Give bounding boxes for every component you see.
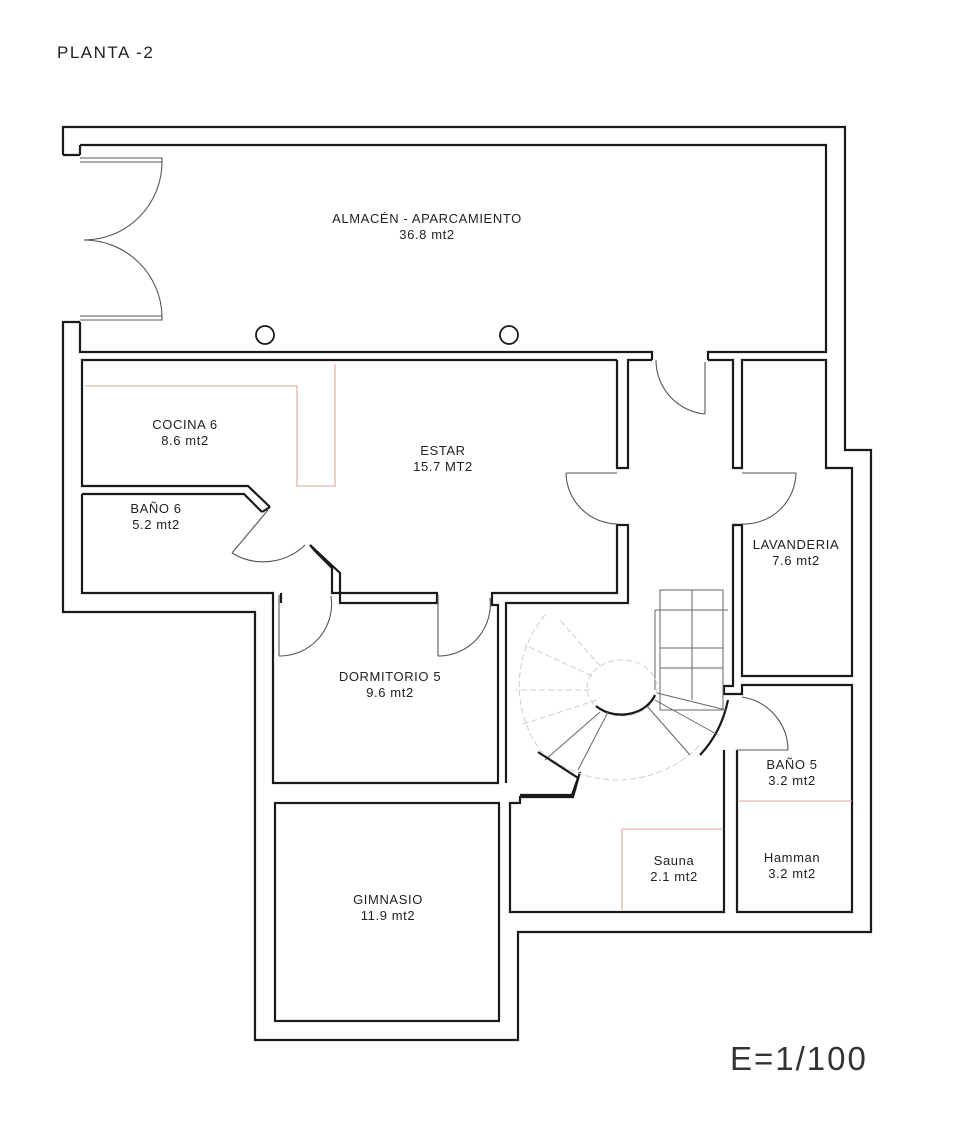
- room-name: DORMITORIO 5: [338, 669, 442, 684]
- room-name: Sauna: [653, 853, 695, 868]
- room-area: 3.2 mt2: [768, 773, 816, 788]
- room-label-estar: ESTAR 15.7 MT2: [398, 443, 488, 475]
- room-name: ESTAR: [420, 443, 466, 458]
- scale-label: E=1/100: [730, 1040, 868, 1077]
- kitchen-counter: [85, 364, 336, 487]
- room-name: BAÑO 5: [766, 757, 818, 772]
- sauna-wall: [621, 828, 722, 910]
- room-area: 9.6 mt2: [366, 685, 414, 700]
- room-label-almacen: ALMACÉN - APARCAMIENTO 36.8 mt2: [322, 211, 532, 243]
- column-1: [255, 325, 275, 345]
- garage-door: [80, 157, 163, 321]
- spiral-staircase: [515, 589, 730, 797]
- room-area: 8.6 mt2: [161, 433, 209, 448]
- room-label-hamman: Hamman 3.2 mt2: [752, 850, 832, 882]
- room-name: Hamman: [763, 850, 821, 865]
- gimnasio-walls: [273, 801, 501, 1023]
- right-block-walls: [508, 358, 854, 914]
- room-label-bano6: BAÑO 6 5.2 mt2: [116, 501, 196, 533]
- plan-title: PLANTA -2: [57, 43, 155, 62]
- room-label-lavanderia: LAVANDERIA 7.6 mt2: [746, 537, 846, 569]
- room-area: 5.2 mt2: [132, 517, 180, 532]
- exterior-walls: [61, 125, 873, 1042]
- room-label-dormitorio: DORMITORIO 5 9.6 mt2: [330, 669, 450, 701]
- room-area: 2.1 mt2: [650, 869, 698, 884]
- room-area: 7.6 mt2: [772, 553, 820, 568]
- room-name: BAÑO 6: [130, 501, 182, 516]
- living-block-walls: [80, 358, 652, 785]
- room-area: 11.9 mt2: [360, 908, 416, 923]
- room-name: ALMACÉN - APARCAMIENTO: [332, 211, 522, 226]
- room-area: 36.8 mt2: [399, 227, 455, 242]
- room-area: 3.2 mt2: [768, 866, 816, 881]
- room-name: COCINA 6: [152, 417, 218, 432]
- room-label-bano5: BAÑO 5 3.2 mt2: [752, 757, 832, 789]
- room-label-cocina: COCINA 6 8.6 mt2: [140, 417, 230, 449]
- column-2: [499, 325, 519, 345]
- room-name: GIMNASIO: [353, 892, 423, 907]
- room-label-gimnasio: GIMNASIO 11.9 mt2: [343, 892, 433, 924]
- room-area: 15.7 MT2: [413, 459, 473, 474]
- doors-right: [737, 472, 797, 751]
- doors-living: [231, 359, 706, 657]
- room-label-sauna: Sauna 2.1 mt2: [636, 853, 712, 885]
- room-name: LAVANDERIA: [752, 537, 840, 552]
